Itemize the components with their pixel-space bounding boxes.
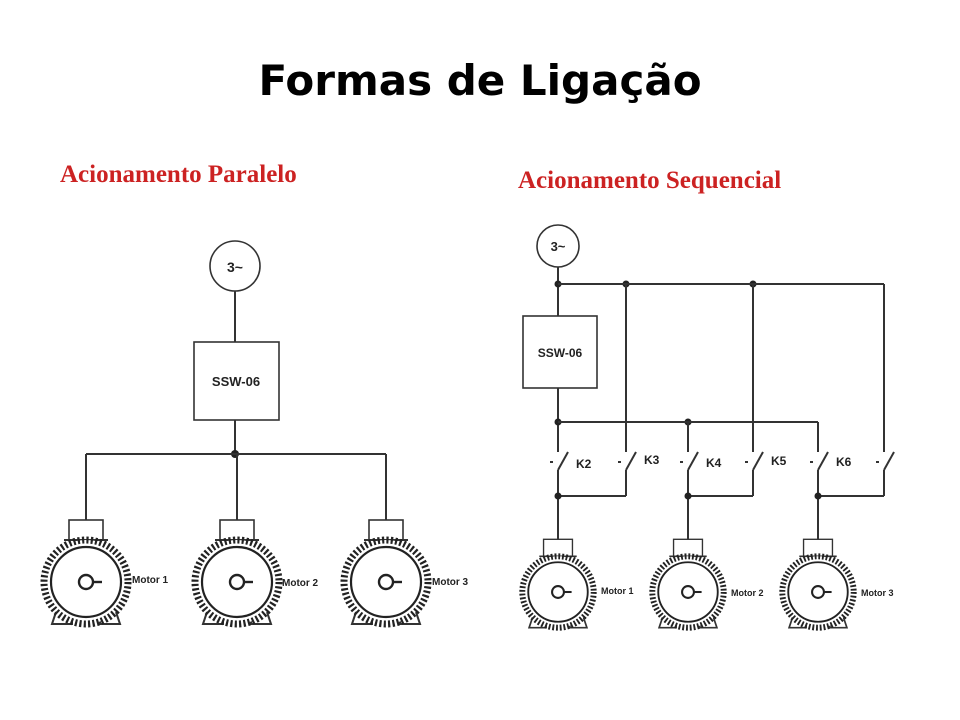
sequential-motor-2 [652, 539, 723, 627]
contactor-k3-label: K3 [644, 453, 660, 467]
contactor-k2-label: K2 [576, 457, 592, 471]
sequential-heading: Acionamento Sequencial [518, 167, 781, 194]
contactor-k2 [550, 451, 569, 471]
contactor-k5-label: K5 [771, 454, 787, 468]
parallel-motor-1-label: Motor 1 [132, 575, 169, 586]
contactor-k6-label: K6 [836, 455, 852, 469]
parallel-starter-label: SSW-06 [212, 374, 260, 389]
contactor-k4-label: K4 [706, 456, 722, 470]
parallel-source-label: 3~ [227, 259, 243, 275]
contactor-k3 [618, 451, 637, 471]
parallel-starter-box [193, 341, 280, 421]
parallel-motor-1 [44, 520, 128, 624]
parallel-motor-2-label: Motor 2 [282, 578, 319, 589]
sequential-starter-label: SSW-06 [538, 346, 583, 360]
sequential-motor-3-label: Motor 3 [861, 588, 894, 598]
sequential-motor-1 [522, 539, 593, 627]
contactor-k4 [680, 451, 699, 471]
parallel-diagram: Acionamento Paralelo 3~ SSW-06 Motor 1 M… [44, 161, 469, 624]
contactor-k5 [745, 451, 764, 471]
parallel-motor-3-label: Motor 3 [432, 577, 469, 588]
sequential-starter-box [522, 315, 598, 389]
contactor-unlabeled [876, 451, 895, 471]
sequential-motor-2-label: Motor 2 [731, 588, 764, 598]
parallel-heading: Acionamento Paralelo [60, 161, 297, 188]
parallel-motor-3 [344, 520, 428, 624]
sequential-source-label: 3~ [551, 239, 566, 254]
sequential-motor-1-label: Motor 1 [601, 586, 634, 596]
parallel-motor-2 [195, 520, 279, 624]
sequential-motor-3 [782, 539, 853, 627]
contactor-k6 [810, 451, 829, 471]
slide-title: Formas de Ligação [258, 56, 702, 105]
sequential-diagram: Acionamento Sequencial 3~ SSW-06 [518, 167, 895, 628]
